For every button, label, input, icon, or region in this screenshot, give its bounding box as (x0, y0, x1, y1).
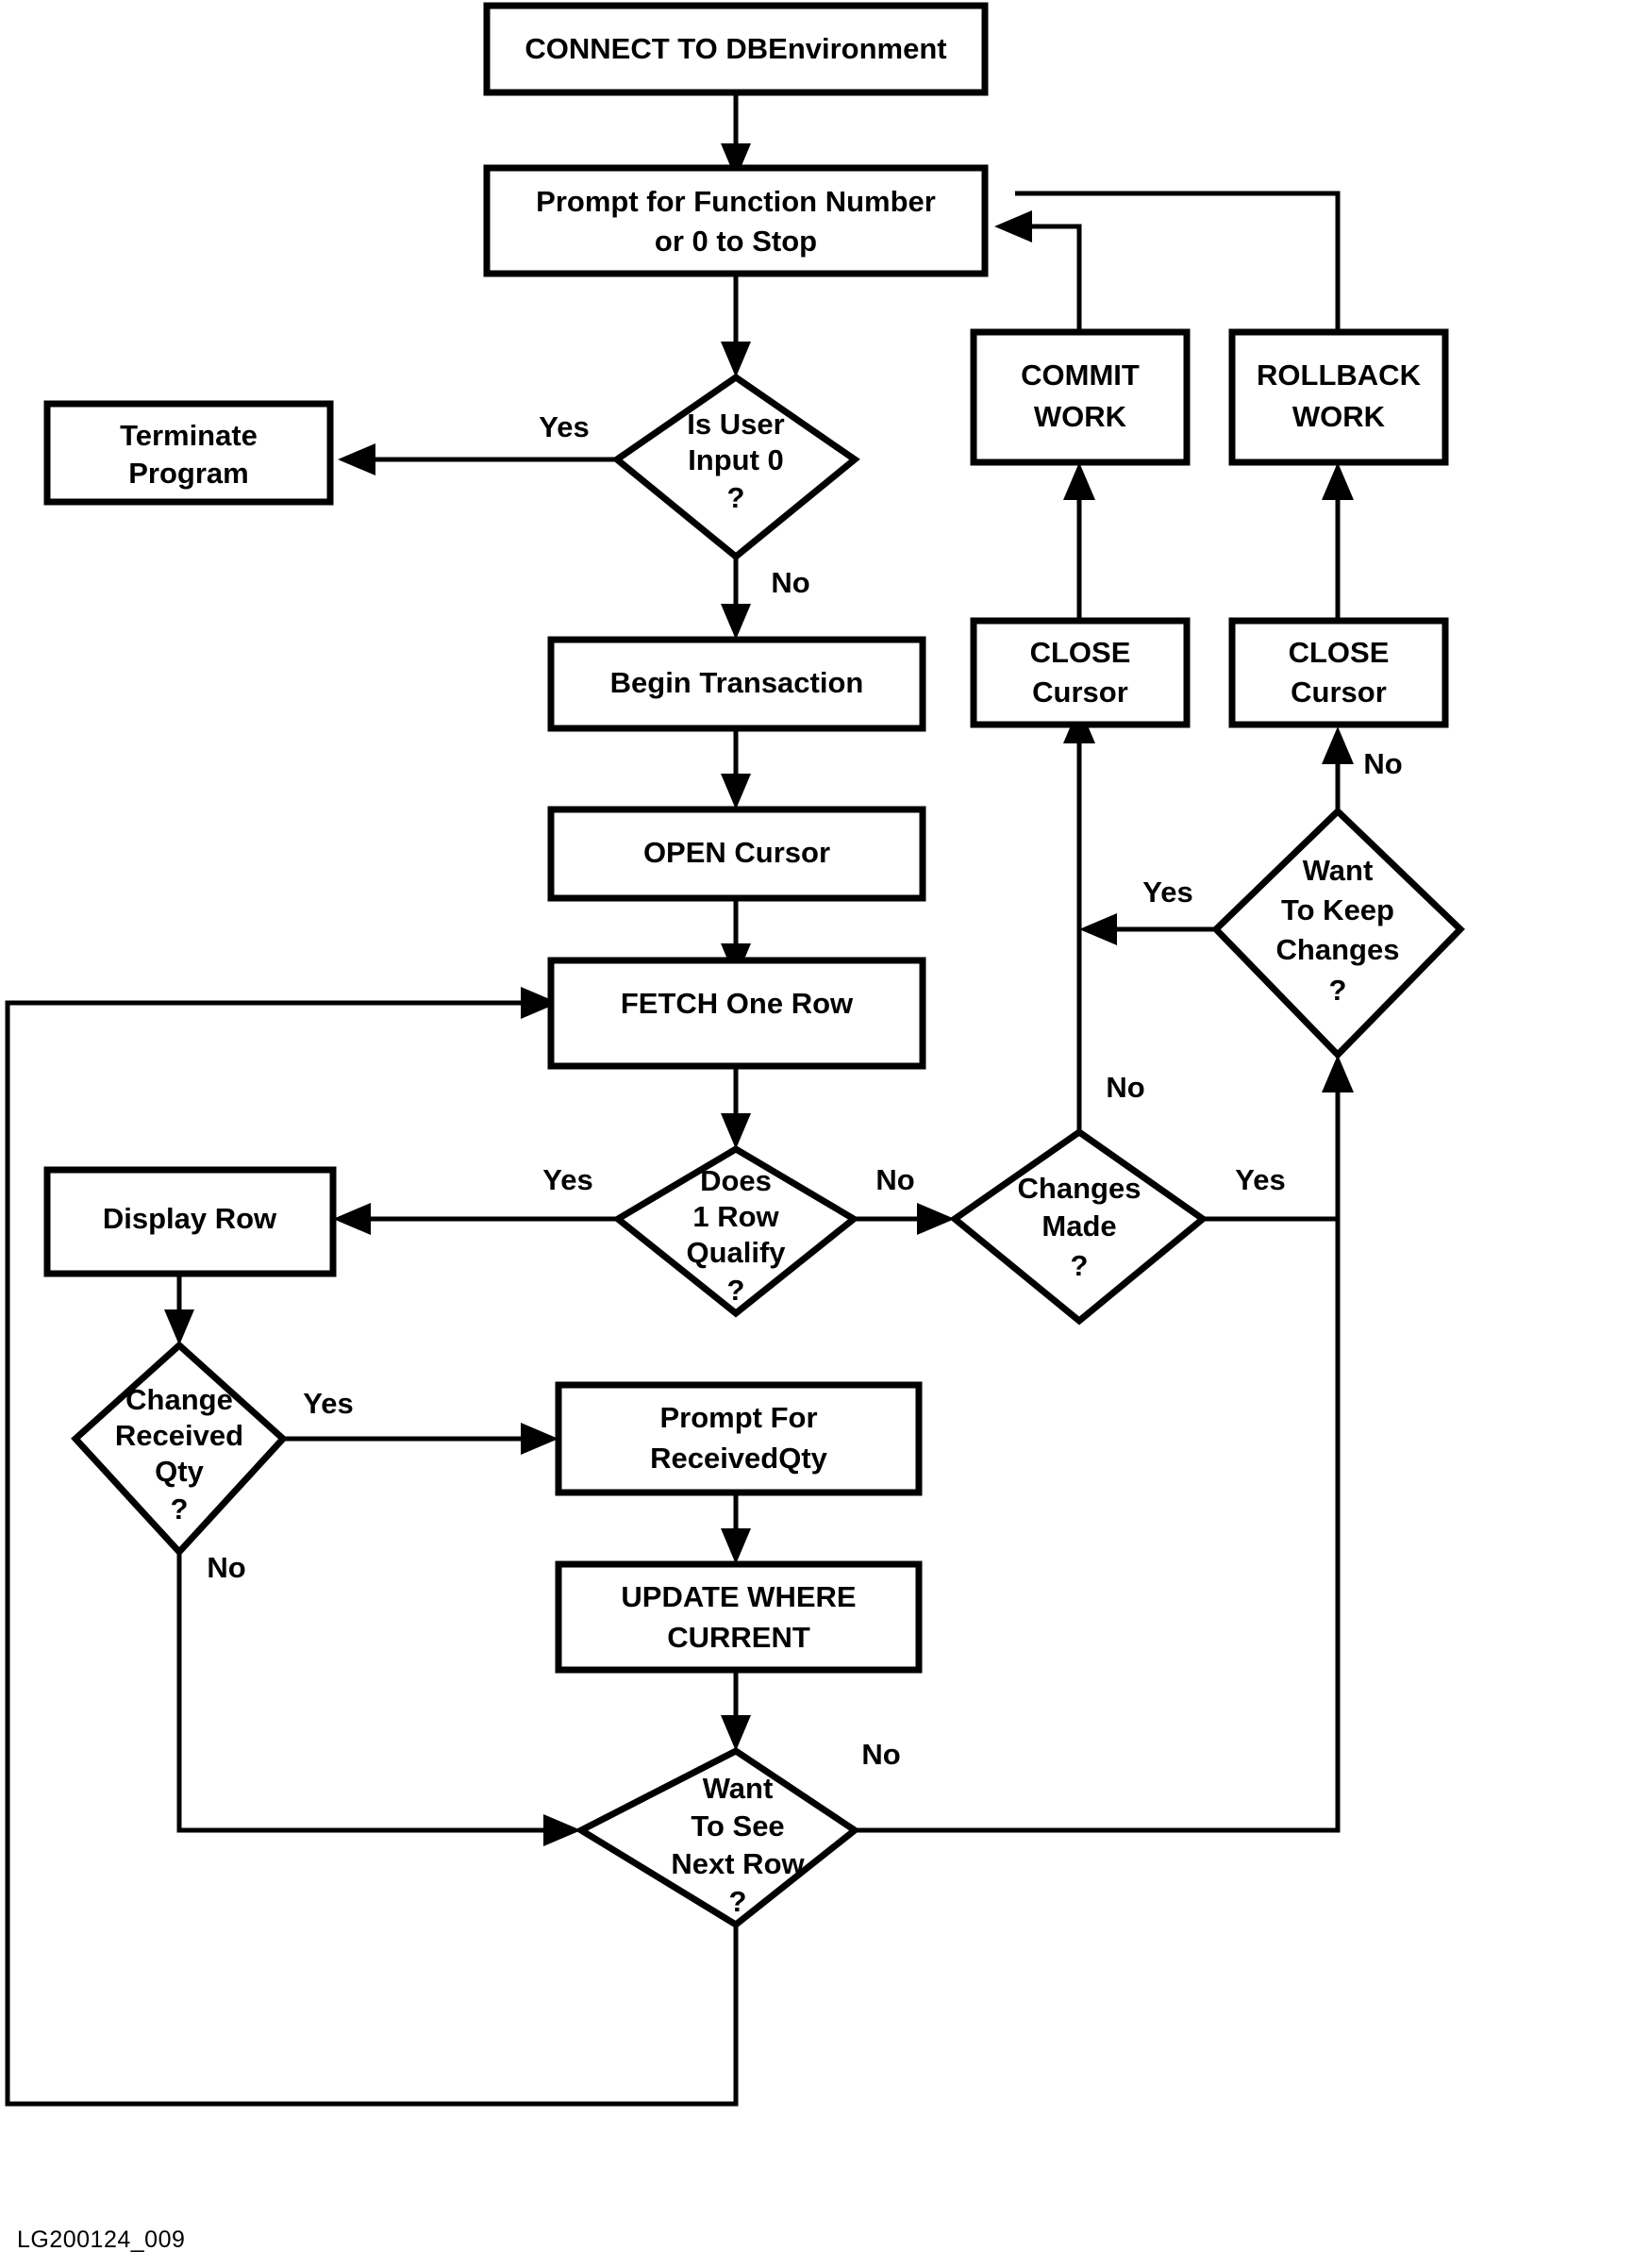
node-display-row-label: Display Row (103, 1202, 277, 1235)
node-display-row[interactable]: Display Row (43, 1166, 337, 1277)
node-rollback-work-line1: ROLLBACK (1257, 359, 1422, 392)
edge-label-change-qty-yes: Yes (303, 1387, 353, 1420)
node-keep-changes-line3: Changes (1276, 933, 1400, 966)
edge-next-row-yes-loop-to-fetch (5, 987, 739, 2107)
edge-connect-to-prompt (721, 92, 751, 179)
edge-qualify-no-to-changes-made (854, 1203, 955, 1235)
node-close-cursor-commit-line2: Cursor (1032, 675, 1128, 709)
edge-changes-made-no-to-close-cursor-commit (1063, 706, 1095, 1132)
node-begin-transaction-label: Begin Transaction (610, 666, 864, 699)
edge-update-to-next-row (721, 1670, 751, 1751)
edge-begin-to-open-cursor (721, 728, 751, 809)
node-is-user-input-line3: ? (727, 481, 745, 514)
node-prompt-function-line2: or 0 to Stop (655, 225, 817, 258)
node-terminate-line1: Terminate (120, 419, 258, 452)
edge-change-qty-no-to-next-row (176, 1552, 581, 1846)
node-prompt-for-function-number[interactable]: Prompt for Function Number or 0 to Stop (483, 164, 989, 277)
node-is-user-input-line2: Input 0 (688, 443, 784, 476)
node-update-where-current[interactable]: UPDATE WHERE CURRENT (555, 1560, 923, 1674)
node-rollback-work[interactable]: ROLLBACK WORK (1228, 328, 1449, 466)
edge-label-row-qualify-no: No (875, 1163, 914, 1196)
edge-close-cursor-commit-to-commit-work (1063, 462, 1095, 621)
edge-keep-changes-yes-to-close-cursor-commit (1079, 913, 1216, 945)
node-changes-made-line2: Made (1041, 1209, 1116, 1242)
node-keep-changes-line1: Want (1303, 854, 1374, 887)
node-want-to-see-next-row[interactable]: Want To See Next Row ? (574, 1746, 860, 1929)
node-changes-made-line1: Changes (1018, 1172, 1141, 1205)
figure-id-label: LG200124_009 (17, 2226, 185, 2253)
node-prompt-function-line1: Prompt for Function Number (536, 185, 936, 218)
node-change-received-qty[interactable]: Change Received Qty ? (71, 1341, 288, 1558)
edge-label-keep-changes-yes: Yes (1142, 876, 1192, 909)
node-rollback-work-line2: WORK (1292, 400, 1386, 433)
node-commit-work[interactable]: COMMIT WORK (970, 328, 1191, 466)
edge-decision-no-to-begin-transaction (721, 557, 751, 640)
node-qualify-line1: Does (700, 1164, 772, 1197)
node-close-cursor-rollback-line2: Cursor (1291, 675, 1387, 709)
node-qualify-line2: 1 Row (692, 1200, 779, 1233)
edge-label-row-qualify-yes: Yes (542, 1163, 592, 1196)
node-next-row-line2: To See (691, 1809, 784, 1843)
node-change-qty-line4: ? (171, 1493, 189, 1526)
node-change-qty-line2: Received (115, 1419, 243, 1452)
edge-next-row-no-to-keep-changes (855, 1055, 1354, 1833)
node-update-line1: UPDATE WHERE (621, 1580, 856, 1613)
node-is-user-input-zero[interactable]: Is User Input 0 ? (611, 373, 860, 561)
node-fetch-one-row-label: FETCH One Row (621, 987, 854, 1020)
node-close-cursor-commit-path[interactable]: CLOSE Cursor (970, 617, 1191, 728)
edge-qualify-yes-to-display-row (333, 1203, 618, 1235)
node-want-to-keep-changes[interactable]: Want To Keep Changes ? (1211, 807, 1465, 1060)
node-prompt-qty-line1: Prompt For (659, 1401, 817, 1434)
node-commit-work-line2: WORK (1034, 400, 1127, 433)
node-qualify-line4: ? (727, 1274, 745, 1307)
node-qualify-line3: Qualify (686, 1236, 786, 1269)
node-changes-made[interactable]: Changes Made ? (949, 1127, 1208, 1326)
edge-commit-work-to-prompt-function (994, 210, 1082, 332)
edge-change-qty-yes-to-prompt-qty (283, 1423, 558, 1455)
edge-prompt-qty-to-update (721, 1493, 751, 1564)
edge-fetch-to-qualify (721, 1066, 751, 1149)
node-change-qty-line1: Change (125, 1383, 233, 1416)
node-open-cursor[interactable]: OPEN Cursor (547, 806, 926, 902)
node-open-cursor-label: OPEN Cursor (643, 836, 830, 869)
edge-label-changes-made-yes: Yes (1235, 1163, 1285, 1196)
edge-close-cursor-rollback-to-rollback-work (1322, 462, 1354, 621)
edge-label-user-input-no: No (771, 566, 809, 599)
node-commit-work-line1: COMMIT (1021, 359, 1140, 392)
node-close-cursor-commit-line1: CLOSE (1030, 636, 1131, 669)
node-close-cursor-rollback-line1: CLOSE (1289, 636, 1390, 669)
edge-label-user-input-yes: Yes (539, 410, 589, 443)
node-prompt-for-received-qty[interactable]: Prompt For ReceivedQty (555, 1381, 923, 1496)
node-change-qty-line3: Qty (155, 1455, 204, 1488)
node-terminate-line2: Program (128, 457, 248, 490)
node-is-user-input-line1: Is User (687, 408, 784, 441)
node-prompt-qty-line2: ReceivedQty (650, 1442, 828, 1475)
node-connect-label: CONNECT TO DBEnvironment (525, 32, 946, 65)
edge-display-row-to-change-qty (164, 1274, 194, 1345)
edge-label-changes-made-no: No (1106, 1071, 1144, 1104)
node-changes-made-line3: ? (1071, 1249, 1089, 1282)
node-fetch-one-row[interactable]: FETCH One Row (547, 957, 926, 1070)
edge-label-next-row-no: No (861, 1738, 900, 1771)
edge-keep-changes-no-to-close-cursor-rollback (1322, 726, 1354, 811)
node-keep-changes-line4: ? (1329, 974, 1347, 1007)
edge-prompt-to-decision (721, 274, 751, 377)
edge-rollback-work-to-prompt-function (1015, 191, 1341, 332)
edge-label-keep-changes-no: No (1363, 747, 1402, 780)
node-next-row-line3: Next Row (671, 1847, 805, 1880)
node-next-row-line1: Want (703, 1772, 774, 1805)
node-keep-changes-line2: To Keep (1281, 893, 1394, 926)
edge-label-change-qty-no: No (207, 1551, 245, 1584)
edge-decision-yes-to-terminate (338, 443, 617, 475)
node-next-row-line4: ? (729, 1885, 747, 1918)
node-does-row-qualify[interactable]: Does 1 Row Qualify ? (611, 1144, 860, 1318)
node-terminate-program[interactable]: Terminate Program (43, 400, 334, 506)
node-begin-transaction[interactable]: Begin Transaction (547, 636, 926, 732)
edge-changes-made-yes-to-keep-changes (1203, 1076, 1341, 1222)
node-close-cursor-rollback-path[interactable]: CLOSE Cursor (1228, 617, 1449, 728)
node-update-line2: CURRENT (667, 1621, 810, 1654)
node-connect-to-dbenvironment[interactable]: CONNECT TO DBEnvironment (483, 2, 989, 96)
